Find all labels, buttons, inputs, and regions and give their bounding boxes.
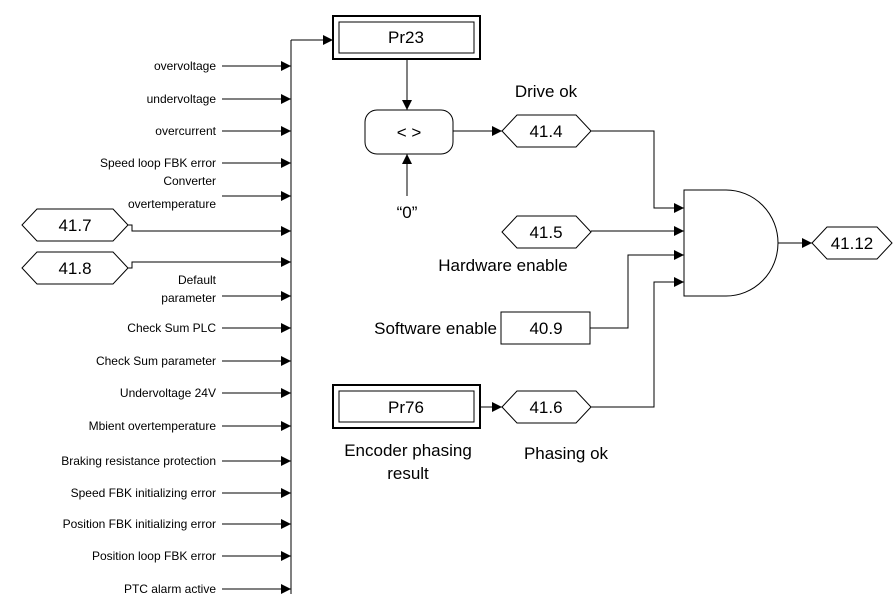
flag-inputs: 41.7 41.8 [21, 208, 291, 285]
alarm-input-label-line1: Converter [163, 174, 216, 188]
hardware-enable-flag-value: 41.5 [529, 223, 562, 242]
phasing-ok-flag-value: 41.6 [529, 398, 562, 417]
flag-input: 41.7 [21, 208, 291, 242]
alarm-input: Position loop FBK error [92, 549, 291, 563]
hardware-enable-label: Hardware enable [438, 256, 567, 275]
alarm-input-label: Braking resistance protection [61, 454, 216, 468]
flag-input-arrow [128, 257, 291, 269]
output-flag [811, 226, 893, 260]
alarm-input-label: Check Sum parameter [96, 354, 216, 368]
alarm-input-label: Position loop FBK error [92, 549, 216, 563]
alarm-input: Braking resistance protection [61, 454, 291, 468]
alarm-input: overcurrent [155, 124, 291, 138]
alarm-bus: overvoltage undervoltage overcurrentSpeed … [61, 59, 291, 595]
comparator-reference: “0” [397, 203, 418, 222]
software-enable-flag-value: 40.9 [529, 319, 562, 338]
alarm-input: overvoltage [154, 59, 291, 73]
software-enable-to-and [590, 250, 684, 329]
pr76-label: Pr76 [388, 398, 424, 417]
drive-ok-flag-value: 41.4 [529, 122, 562, 141]
alarm-input-label: overvoltage [154, 59, 216, 73]
alarm-input: Undervoltage 24V [120, 386, 291, 400]
alarm-input: Converter overtemperature [128, 174, 291, 211]
alarm-input-label: overcurrent [155, 124, 216, 138]
alarm-input-label: Speed loop FBK error [100, 156, 216, 170]
pr76-caption-line1: Encoder phasing [344, 441, 472, 460]
alarm-input-label: undervoltage [147, 92, 217, 106]
alarm-input-label: Mbient overtemperature [89, 419, 217, 433]
pr76-block: Pr76 [332, 384, 481, 429]
flag-input-value: 41.7 [58, 216, 91, 235]
alarm-input: Check Sum parameter [96, 354, 291, 368]
alarm-input-label: Position FBK initializing error [63, 517, 216, 531]
output-flag-value: 41.12 [831, 234, 874, 253]
software-enable-label: Software enable [374, 319, 497, 338]
drive-ok-label: Drive ok [515, 82, 578, 101]
phasing-ok-to-and [591, 277, 684, 408]
software-enable-box [500, 311, 591, 345]
alarm-input: Mbient overtemperature [89, 419, 291, 433]
alarm-input: Speed loop FBK error [100, 156, 291, 170]
flag-input-value: 41.8 [58, 259, 91, 278]
phasing-ok-label: Phasing ok [524, 444, 609, 463]
alarm-input: undervoltage [147, 92, 291, 106]
pr23-label: Pr23 [388, 28, 424, 47]
alarm-input-label: PTC alarm active [124, 582, 216, 595]
drive-ok-to-and [591, 130, 684, 213]
alarm-input-label: Check Sum PLC [127, 321, 216, 335]
alarm-input-label: Undervoltage 24V [120, 386, 216, 400]
pr76-caption-line2: result [387, 464, 429, 483]
alarm-input: Speed FBK initializing error [71, 486, 291, 500]
alarm-input-label-line2: parameter [161, 291, 216, 305]
hardware-enable-flag [501, 215, 592, 249]
alarm-input: PTC alarm active [124, 582, 291, 595]
comparator-symbol: < > [397, 123, 422, 142]
alarm-input-label-line2: overtemperature [128, 197, 216, 211]
alarm-input: Position FBK initializing error [63, 517, 291, 531]
flag-input: 41.8 [21, 251, 291, 285]
pr23-block: Pr23 [332, 15, 481, 60]
flag-input-arrow [128, 224, 291, 236]
alarm-input-label-line1: Default [178, 273, 217, 287]
alarm-input-label: Speed FBK initializing error [71, 486, 216, 500]
and-gate [683, 189, 779, 297]
alarm-input: Default parameter [161, 273, 291, 305]
alarm-input: Check Sum PLC [127, 321, 291, 335]
